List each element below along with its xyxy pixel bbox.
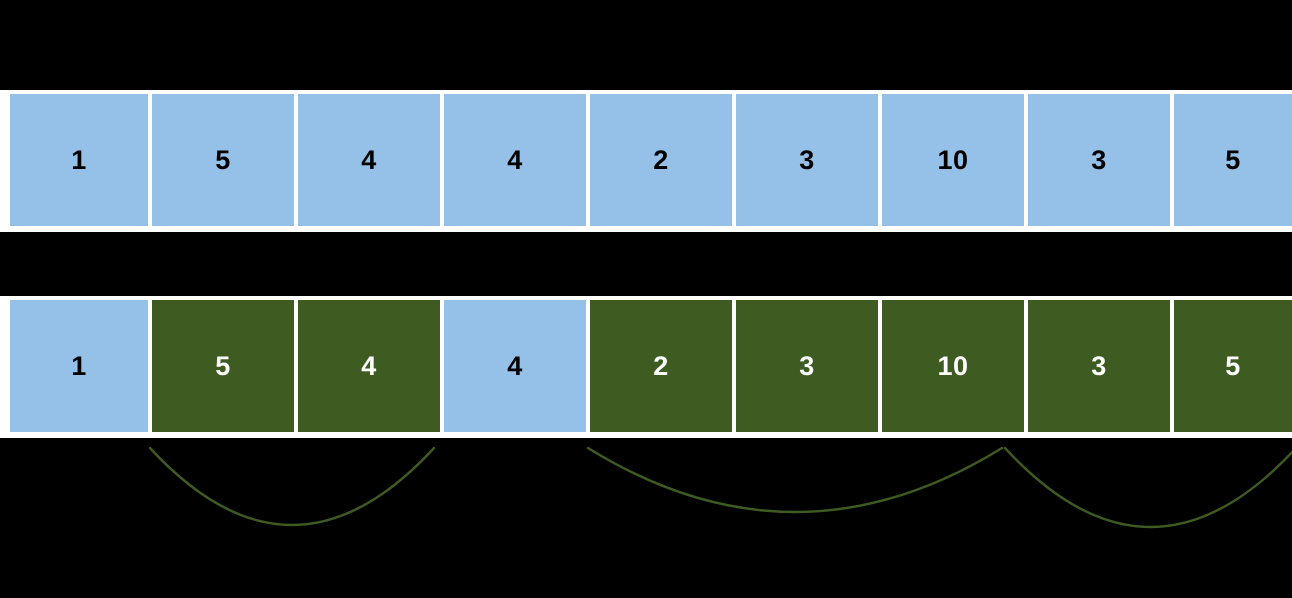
array-cell[interactable]: 1 [10,94,148,226]
array-cell[interactable]: 2 [590,94,732,226]
array-cell-value: 1 [71,144,87,175]
array-cell-value: 4 [507,350,523,381]
array-cell-value: 2 [653,350,669,381]
array-cell-value: 1 [71,350,87,381]
array-cell[interactable]: 5 [1174,300,1292,432]
array-cell[interactable]: 4 [298,94,440,226]
array-cell-value: 4 [361,350,377,381]
array-cell-value: 3 [1091,350,1107,381]
array-cell[interactable]: 3 [1028,94,1170,226]
array-cell[interactable]: 3 [736,94,878,226]
array-cell-value: 10 [937,144,969,175]
array-cell[interactable]: 4 [298,300,440,432]
array-cell-value: 4 [507,144,523,175]
array-cell[interactable]: 5 [1174,94,1292,226]
array-cell-value: 5 [1225,350,1241,381]
array-cell-value: 3 [799,350,815,381]
marked-array-row: 1 5 4 4 2 3 10 3 5 [0,296,1292,438]
array-cell[interactable]: 1 [10,300,148,432]
array-cell-value: 2 [653,144,669,175]
pair-arc [1003,446,1292,529]
array-cell[interactable]: 10 [882,300,1024,432]
original-array-row: 1 5 4 4 2 3 10 3 5 [0,90,1292,232]
array-cell[interactable]: 4 [444,94,586,226]
array-cell-value: 5 [215,144,231,175]
array-cell[interactable]: 10 [882,94,1024,226]
pair-arc [586,446,1004,514]
array-cell-value: 4 [361,144,377,175]
array-cell[interactable]: 5 [152,94,294,226]
array-cell[interactable]: 3 [1028,300,1170,432]
array-cell[interactable]: 4 [444,300,586,432]
array-cell-value: 3 [1091,144,1107,175]
array-cell[interactable]: 2 [590,300,732,432]
pair-arc [148,446,436,527]
array-cell-value: 5 [215,350,231,381]
array-cell-value: 10 [937,350,969,381]
array-cell-value: 3 [799,144,815,175]
array-cell[interactable]: 3 [736,300,878,432]
array-cell-value: 5 [1225,144,1241,175]
array-cell[interactable]: 5 [152,300,294,432]
